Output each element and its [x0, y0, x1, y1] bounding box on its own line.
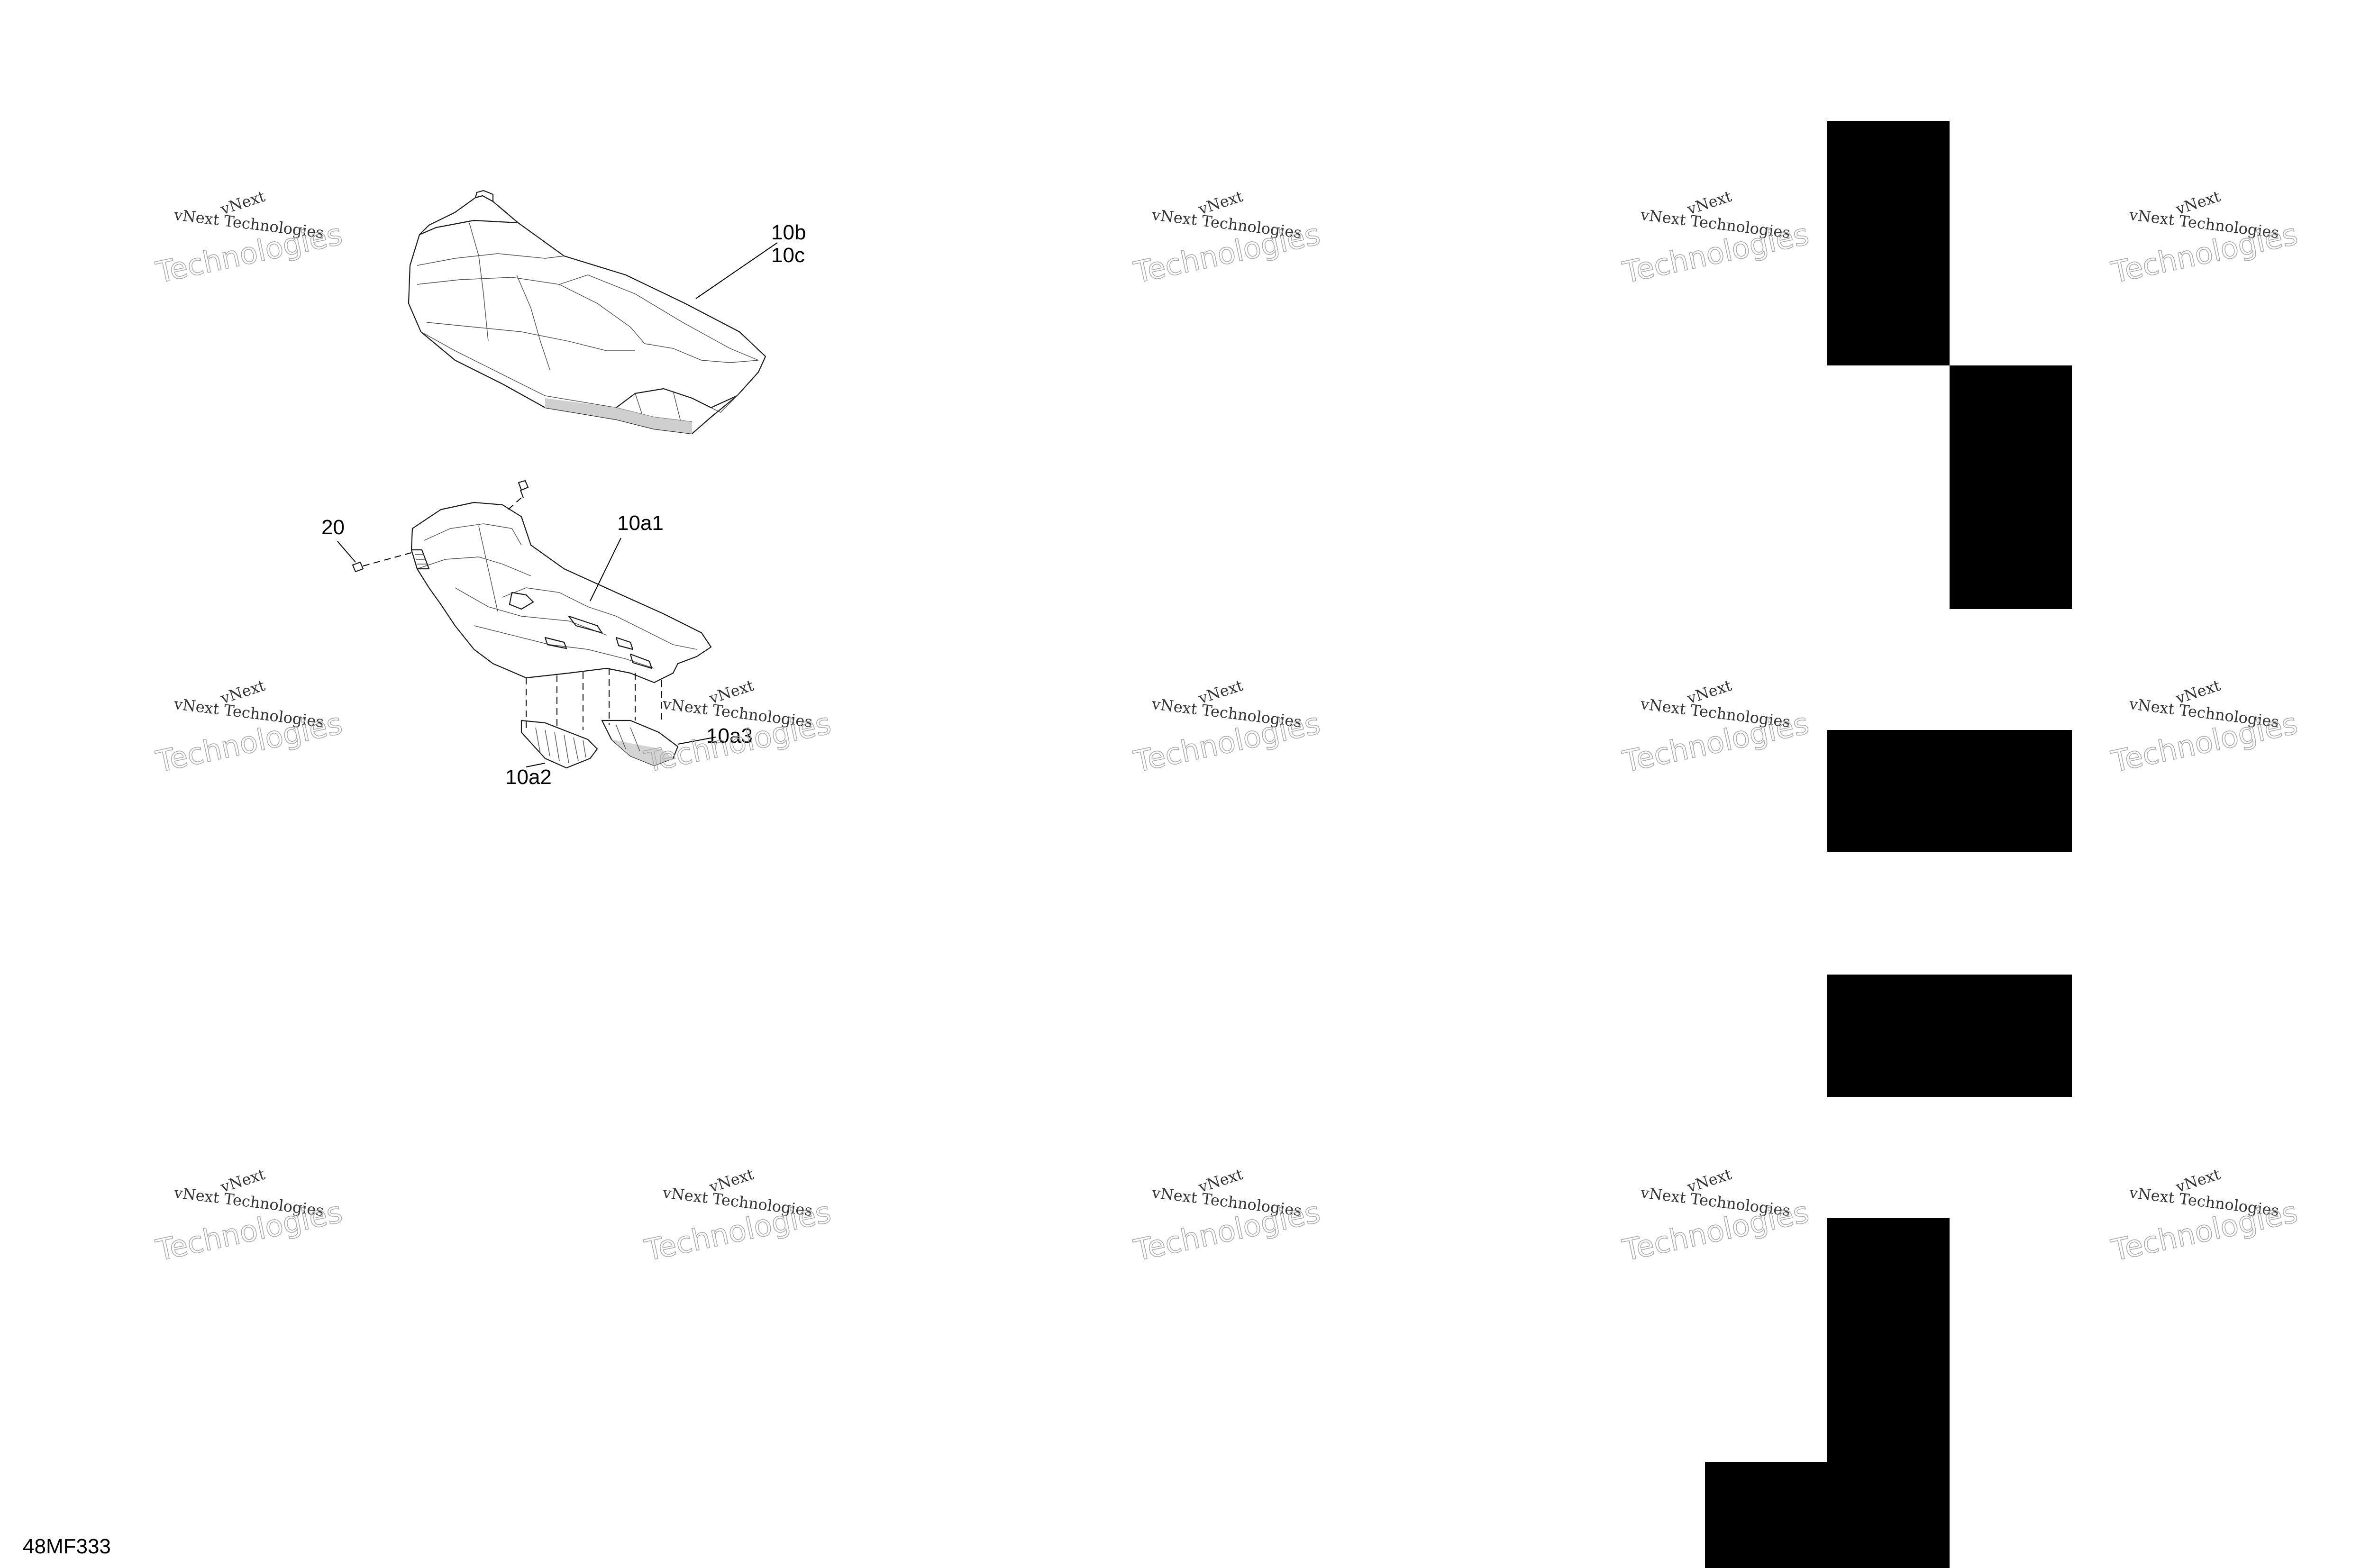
- drawing-id: 48MF333: [23, 1535, 111, 1558]
- callout-20: 20: [321, 516, 345, 539]
- pattern-block: [1827, 121, 1950, 365]
- callout-10a3: 10a3: [706, 724, 753, 748]
- pattern-block: [1827, 975, 2072, 1097]
- pattern-block: [1827, 1218, 1950, 1568]
- pattern-blocks: [1705, 121, 2072, 1568]
- seat-base-drawing: [337, 480, 712, 730]
- pattern-block: [1827, 730, 2072, 852]
- pad-right-drawing: [601, 720, 716, 766]
- callout-10a1: 10a1: [617, 511, 664, 535]
- pattern-block: [1705, 1462, 1827, 1568]
- pad-left-drawing: [520, 720, 598, 769]
- callout-10a2: 10a2: [505, 766, 552, 789]
- callout-10b: 10b: [771, 221, 806, 244]
- callout-10c: 10c: [771, 244, 805, 267]
- seat-cover-drawing: [408, 190, 778, 435]
- pattern-block: [1950, 365, 2072, 609]
